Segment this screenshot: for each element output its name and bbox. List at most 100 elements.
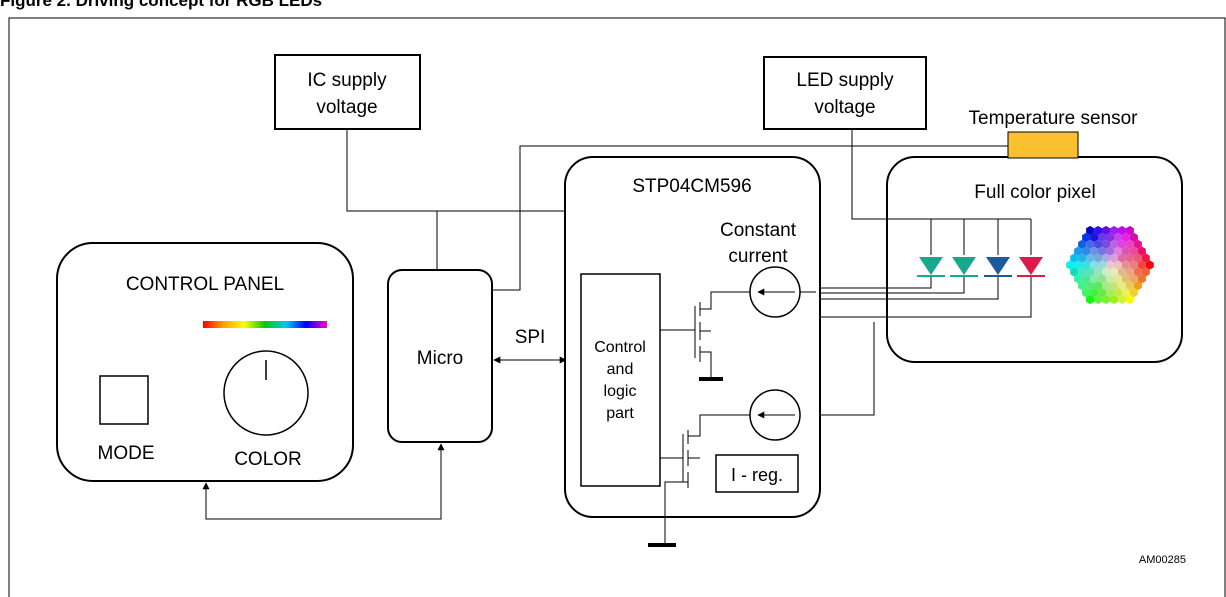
color-label: COLOR [234,449,302,470]
temperature-sensor-label: Temperature sensor [969,108,1139,129]
hexagon-cell [1098,288,1106,298]
constant-current-label-2: current [728,246,788,267]
hexagon-cell [1094,267,1102,277]
hexagon-cell [1082,232,1091,242]
hexagon-cell [1082,260,1091,270]
hexagon-cell [1110,294,1118,305]
hexagon-cell [1098,260,1106,270]
color-hexagon-icon [1066,225,1154,305]
mode-label: MODE [98,443,155,464]
led-3-icon [984,257,1012,277]
lower-channel-wire [800,322,875,416]
temperature-sensor-wire [492,145,1008,291]
hexagon-cell [1090,246,1098,256]
hexagon-cell [1145,260,1154,270]
mode-button[interactable] [99,375,149,425]
transistor-lower [648,414,750,547]
constant-current-label-1: Constant [720,220,797,241]
hexagon-cell [1133,267,1142,277]
hexagon-cell [1094,225,1102,236]
hexagon-cell [1129,260,1138,270]
rainbow-bar [203,321,327,328]
hexagon-cell [1098,246,1106,256]
led-2-icon [950,257,978,277]
hexagon-cell [1110,239,1118,249]
hexagon-cell [1129,246,1138,256]
hexagon-cell [1086,239,1095,249]
led-supply-label-2: voltage [814,97,875,118]
micro-block: Micro [387,269,493,443]
i-reg-label: I - reg. [731,465,783,485]
ic-supply-label-1: IC supply [307,70,387,91]
hexagon-cell [1133,281,1142,291]
hexagon-cell [1066,260,1075,270]
hexagon-cell [1137,274,1146,284]
control-logic-box [580,273,661,487]
hexagon-cell [1106,274,1114,284]
temperature-sensor-icon [1007,131,1079,159]
hexagon-cell [1094,294,1102,305]
figure-title: Figure 2. Driving concept for RGB LEDs [0,0,323,10]
hexagon-cell [1102,281,1110,291]
hexagon-cell [1078,253,1087,263]
hexagon-cell [1133,239,1142,249]
hexagon-cell [1098,232,1106,242]
control-logic-label-1: Control [594,339,646,356]
hexagon-cell [1082,288,1091,298]
hexagon-cell [1078,281,1087,291]
hexagon-cell [1102,239,1110,249]
hexagon-cell [1102,267,1110,277]
control-panel-label: CONTROL PANEL [126,274,284,295]
hexagon-cell [1086,294,1095,305]
hexagon-cell [1118,281,1126,291]
hexagon-cell [1110,281,1118,291]
hexagon-cell [1122,246,1130,256]
control-logic-label-4: part [606,405,634,422]
hexagon-cell [1090,274,1098,284]
hexagon-cell [1122,232,1130,242]
hexagon-cell [1118,294,1126,305]
hexagon-cell [1094,281,1102,291]
hexagon-cell [1082,246,1091,256]
hexagon-cell [1070,267,1079,277]
hexagon-cell [1086,281,1095,291]
hexagon-cell [1137,260,1146,270]
hexagon-cell [1125,281,1134,291]
transistor-upper [660,291,750,381]
hexagon-cell [1129,274,1138,284]
hexagon-cell [1122,260,1130,270]
chip-name: STP04CM596 [632,176,751,197]
led-4-icon [1017,257,1045,277]
hexagon-cell [1118,267,1126,277]
hexagon-cell [1125,253,1134,263]
hexagon-cell [1114,232,1122,242]
control-logic-label-2: and [607,361,634,378]
hexagon-cell [1118,253,1126,263]
hexagon-cell [1118,239,1126,249]
hexagon-cell [1082,274,1091,284]
spi-label: SPI [515,327,546,348]
control-logic-label-3: logic [604,383,637,400]
figure-frame [8,17,1226,597]
hexagon-cell [1074,246,1083,256]
hexagon-cell [1125,239,1134,249]
hexagon-cell [1118,225,1126,236]
hexagon-cell [1122,288,1130,298]
hexagon-cell [1125,267,1134,277]
hexagon-cell [1122,274,1130,284]
hexagon-cell [1094,239,1102,249]
hexagon-cell [1114,288,1122,298]
ic-supply-wire [346,129,565,212]
color-knob[interactable] [223,350,309,436]
hexagon-cell [1074,274,1083,284]
ic-supply-box: IC supply voltage [274,54,421,130]
hexagon-cell [1125,225,1134,236]
control-panel-block: CONTROL PANEL MODE COLOR [56,242,354,482]
led-1-icon [917,257,945,277]
hexagon-cell [1114,274,1122,284]
hexagon-cell [1078,267,1087,277]
full-color-pixel-block: Full color pixel [852,156,1183,363]
hexagon-cell [1106,246,1114,256]
hexagon-cell [1129,288,1138,298]
